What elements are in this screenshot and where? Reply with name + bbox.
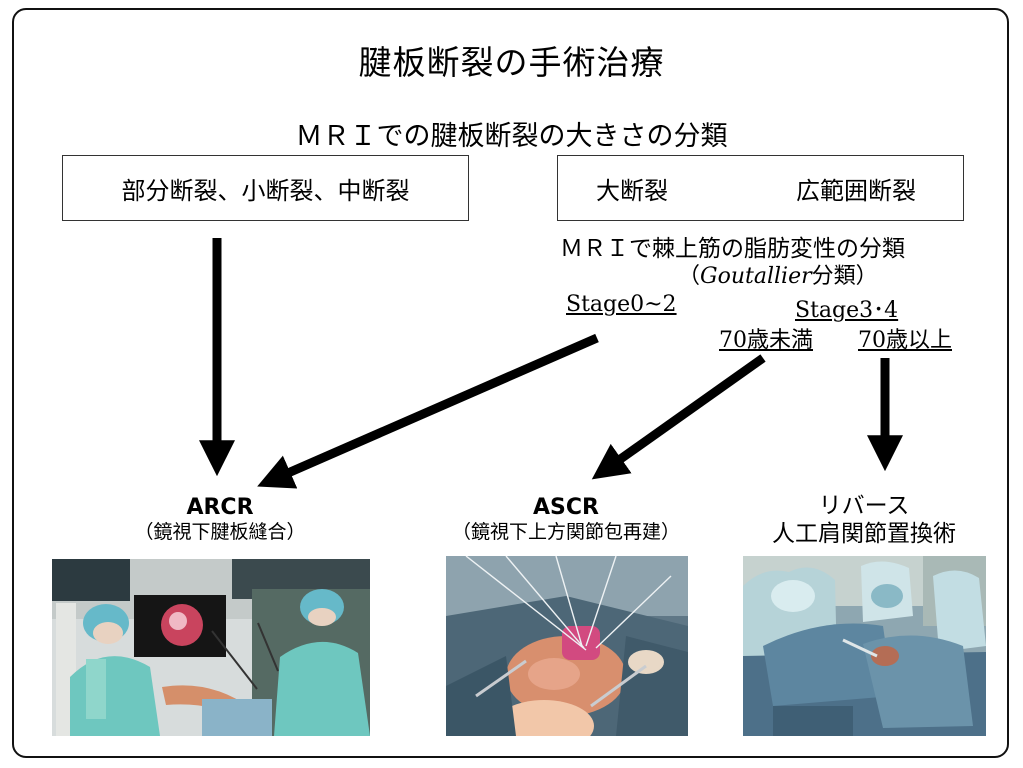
massive-tear-label: 広範囲断裂 (796, 176, 916, 205)
age-under-70-label: 70歳未満 (719, 328, 813, 353)
goutallier-open: （ (678, 264, 701, 289)
reverse-line2: 人工肩関節置換術 (772, 521, 956, 547)
arcr-procedure: ARCR （鏡視下腱板縫合） (90, 496, 350, 544)
ascr-description: （鏡視下上方関節包再建） (451, 521, 680, 543)
goutallier-label: （Goutallier分類） (678, 258, 878, 290)
goutallier-rest: 分類） (811, 264, 878, 289)
large-tear-label: 大断裂 (596, 176, 668, 205)
goutallier-name: Goutallier (700, 264, 812, 289)
arrow-stage02-to-arcr (257, 333, 599, 489)
arcr-description: （鏡視下腱板縫合） (134, 521, 306, 543)
ascr-name: ASCR (533, 495, 599, 520)
fatty-degeneration-heading: ＭＲＩで棘上筋の脂肪変性の分類 (560, 236, 905, 262)
arcr-name: ARCR (186, 495, 254, 520)
reverse-procedure: リバース 人工肩関節置換術 (748, 492, 980, 548)
slide-title: 腱板断裂の手術治療 (358, 43, 665, 82)
reverse-line1: リバース (818, 493, 910, 519)
reverse-arthroplasty-photo (743, 556, 986, 736)
stage-0-2-label: Stage0~2 (566, 292, 677, 317)
arcr-surgery-photo (52, 559, 370, 736)
slide-frame (12, 8, 1009, 758)
small-tear-box: 部分断裂、小断裂、中断裂 (62, 155, 469, 221)
large-tear-box: 大断裂 広範囲断裂 (557, 155, 964, 221)
ascr-surgery-photo (446, 556, 688, 736)
stage-3-4-label: Stage3･4 (795, 298, 899, 323)
arrow-under70-to-ascr (591, 354, 766, 480)
ascr-procedure: ASCR （鏡視下上方関節包再建） (430, 496, 702, 544)
age-over-70-label: 70歳以上 (858, 328, 952, 353)
classification-heading: ＭＲＩでの腱板断裂の大きさの分類 (295, 121, 728, 152)
small-tear-label: 部分断裂、小断裂、中断裂 (121, 176, 410, 205)
